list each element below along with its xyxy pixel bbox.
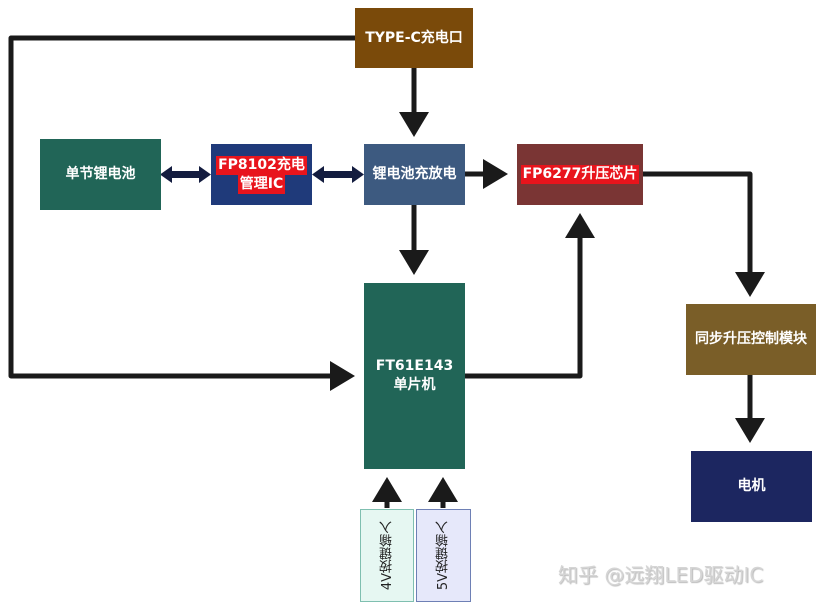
mcu-node: FT61E143 单片机 — [364, 283, 465, 469]
key-4v-label: 4V按键输入 — [379, 520, 395, 591]
boost-chip-node: FP6277升压芯片 — [517, 144, 643, 205]
connector-mcu-to-boost — [465, 213, 595, 379]
connector-battery-charge-ic — [160, 166, 211, 183]
boost-chip-label: FP6277升压芯片 — [520, 165, 640, 184]
motor-label: 电机 — [737, 478, 766, 494]
motor-node: 电机 — [691, 451, 812, 522]
battery-node: 单节锂电池 — [40, 139, 161, 210]
sync-boost-node: 同步升压控制模块 — [686, 304, 816, 375]
charge-ic-label-line2: 管理IC — [237, 174, 286, 194]
key-5v-label: 5V按键输入 — [436, 520, 451, 591]
charge-discharge-node: 锂电池充放电 — [364, 144, 465, 205]
charge-ic-node: FP8102充电 管理IC — [211, 144, 312, 205]
watermark: 知乎 @远翔LED驱动IC — [558, 563, 764, 587]
battery-label: 单节锂电池 — [65, 166, 136, 182]
mcu-label-line1: FT61E143 — [375, 358, 454, 374]
charge-discharge-label: 锂电池充放电 — [372, 166, 457, 182]
key-4v-input-node: 4V按键输入 — [360, 509, 414, 602]
mcu-label-line2: 单片机 — [393, 377, 436, 393]
typec-charging-port-node: TYPE-C充电口 — [355, 8, 473, 68]
connector-boost-to-sync — [643, 171, 765, 297]
sync-boost-label: 同步升压控制模块 — [695, 331, 807, 347]
charge-ic-label-line1: FP8102充电 — [216, 155, 307, 175]
key-5v-input-node: 5V按键输入 — [416, 509, 471, 602]
connector-charge-ic-charge-discharge — [312, 166, 364, 183]
connector-typec-to-mcu — [8, 35, 355, 391]
typec-label: TYPE-C充电口 — [365, 29, 463, 46]
